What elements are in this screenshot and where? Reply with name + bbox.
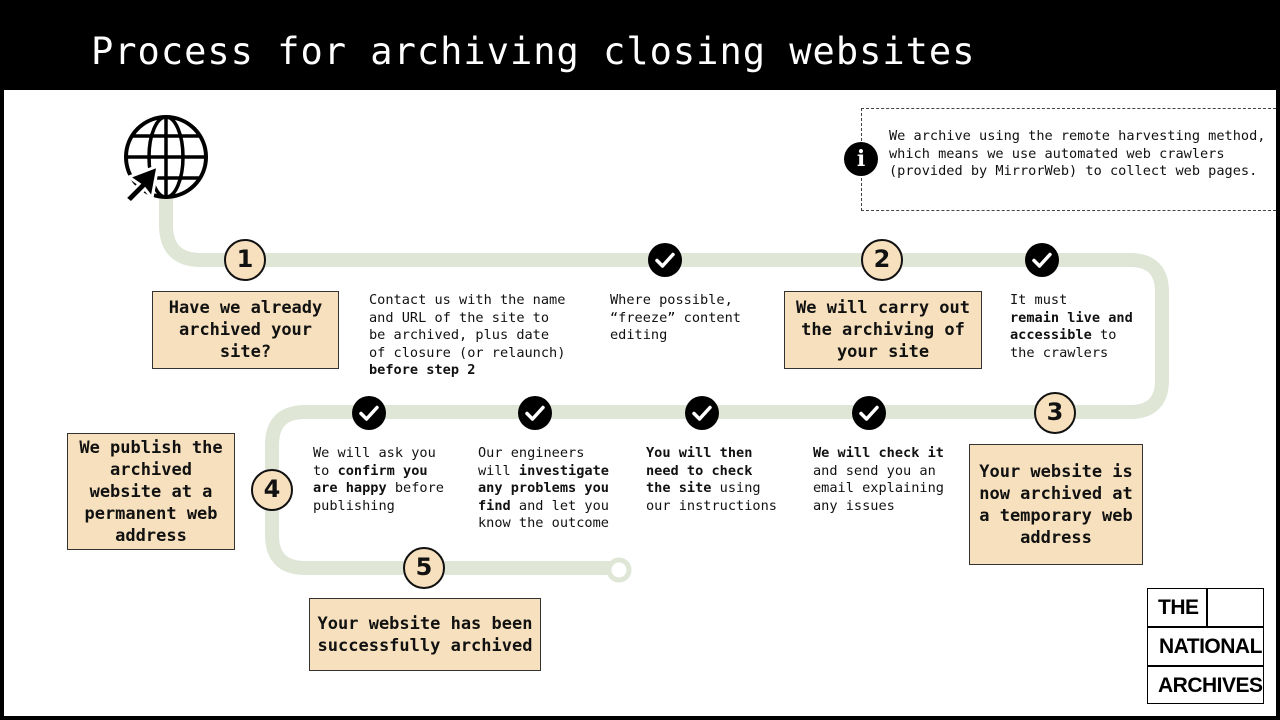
step-number-5: 5: [403, 547, 445, 589]
national-archives-logo: THE NATIONAL ARCHIVES: [1147, 588, 1264, 704]
header: Process for archiving closing websites: [0, 0, 1280, 90]
note-bold: any problems you: [478, 480, 609, 496]
check-icon: [852, 396, 886, 430]
logo-divider: [1148, 626, 1263, 628]
check-icon: [648, 243, 682, 277]
check-icon: [685, 396, 719, 430]
note-line: any issues: [813, 497, 895, 514]
note-contact: Contact us with the name and URL of the …: [369, 292, 584, 380]
note-line: “freeze” content: [610, 309, 741, 326]
step-box-1-label: Have we already archived your site?: [168, 298, 323, 362]
note-bold: find: [478, 497, 511, 514]
logo-line-1: THE: [1158, 596, 1199, 619]
note-ask: We will ask you to confirm you are happy…: [313, 445, 463, 515]
note-line: It must: [1010, 292, 1068, 308]
note-bold: need to check: [646, 462, 753, 479]
note-line: our instructions: [646, 497, 777, 514]
note-bold: accessible: [1010, 327, 1092, 343]
logo-divider: [1206, 589, 1208, 627]
note-line: We will ask you: [313, 445, 436, 461]
page-title: Process for archiving closing websites: [91, 30, 976, 73]
note-line: and URL of the site to: [369, 309, 550, 326]
note-line: using: [711, 480, 761, 496]
note-check-it: We will check it and send you an email e…: [813, 445, 963, 515]
note-bold: remain live and: [1010, 309, 1133, 326]
note-bold: the site: [646, 480, 712, 496]
check-icon: [352, 396, 386, 430]
note-line: publishing: [313, 497, 395, 514]
step-box-1: Have we already archived your site?: [152, 291, 339, 369]
note-live: It must remain live and accessible to th…: [1010, 292, 1160, 362]
note-line: Our engineers: [478, 445, 585, 461]
note-bold: before step 2: [369, 362, 476, 378]
note-engineers: Our engineers will investigate any probl…: [478, 445, 628, 533]
globe-with-cursor-icon: [122, 115, 208, 206]
note-bold: You will then: [646, 445, 753, 461]
note-line: and let you: [510, 497, 609, 514]
note-bold: investigate: [518, 462, 609, 479]
note-line: before: [386, 480, 444, 496]
step-box-5: Your website has been successfully archi…: [309, 598, 541, 671]
note-line: Contact us with the name: [369, 292, 566, 308]
note-bold: are happy: [313, 480, 387, 496]
note-bold: confirm you: [337, 462, 428, 479]
note-line: editing: [610, 327, 668, 343]
step-number-3: 3: [1034, 392, 1076, 434]
info-icon: i: [844, 142, 878, 176]
info-text: We archive using the remote harvesting m…: [889, 128, 1266, 179]
track-line: [159, 189, 1169, 575]
note-check-site: You will then need to check the site usi…: [646, 445, 796, 515]
note-line: of closure (or relaunch): [369, 344, 566, 361]
logo-line-2: NATIONAL: [1159, 635, 1262, 658]
note-line: and send you an: [813, 462, 936, 479]
note-line: will: [478, 462, 519, 479]
step-box-4: We publish the archived website at a per…: [67, 433, 235, 550]
step-box-2: We will carry out the archiving of your …: [784, 291, 982, 369]
logo-divider: [1148, 665, 1263, 667]
step-box-5-label: Your website has been successfully archi…: [317, 613, 533, 656]
note-line: know the outcome: [478, 515, 609, 531]
step-number-1: 1: [224, 239, 266, 281]
step-number-2: 2: [861, 239, 903, 281]
step-box-3-label: Your website is now archived at a tempor…: [979, 461, 1133, 548]
check-icon: [518, 396, 552, 430]
step-box-3: Your website is now archived at a tempor…: [969, 444, 1143, 565]
step-box-2-label: We will carry out the archiving of your …: [796, 298, 970, 362]
note-line: Where possible,: [610, 292, 733, 308]
track-end: [606, 557, 632, 583]
note-line: to: [313, 462, 338, 479]
check-icon: [1025, 243, 1059, 277]
step-number-4: 4: [251, 469, 293, 511]
note-line: the crawlers: [1010, 344, 1109, 361]
logo-line-3: ARCHIVES: [1158, 674, 1263, 697]
note-line: to: [1091, 327, 1117, 343]
note-line: email explaining: [813, 480, 944, 496]
note-line: be archived, plus date: [369, 327, 550, 343]
step-box-4-label: We publish the archived website at a per…: [79, 437, 223, 546]
note-bold: We will check it: [813, 445, 944, 461]
note-freeze: Where possible, “freeze” content editing: [610, 292, 770, 345]
